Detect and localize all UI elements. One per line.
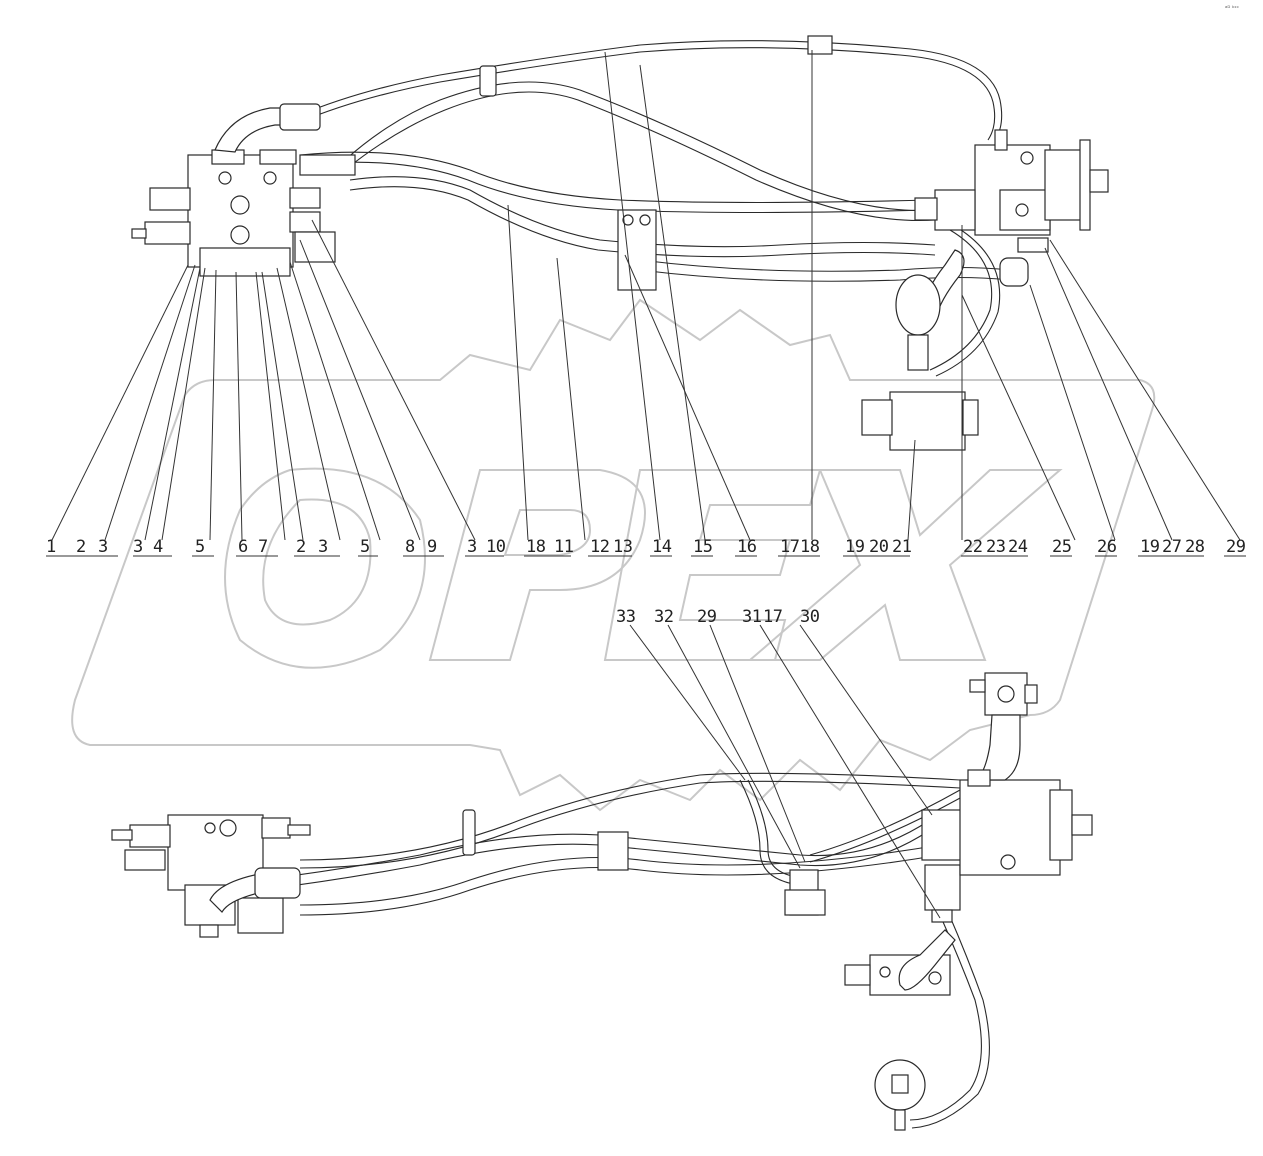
callout-label: 23 — [986, 537, 1005, 557]
callout-label: 6 — [238, 537, 248, 557]
callout-label: 3 — [318, 537, 328, 557]
callout-label: 21 — [892, 537, 912, 557]
callout-label: 25 — [1052, 537, 1071, 557]
callout-label: 3 — [467, 537, 477, 557]
bottom-callouts: 33 32 29 31 17 30 — [616, 607, 820, 627]
callout-label: 2 — [296, 537, 306, 557]
callout-label: 19 — [845, 537, 865, 557]
callout-label: 22 — [963, 537, 982, 557]
callout-label: 27 — [1162, 537, 1181, 557]
callout-label: 7 — [258, 537, 268, 557]
callout-label: 8 — [405, 537, 415, 557]
callout-label: 28 — [1185, 537, 1205, 557]
callout-label: 24 — [1008, 537, 1028, 557]
callout-label: 1 — [46, 537, 56, 557]
callout-label: 19 — [1140, 537, 1160, 557]
callout-label: 3 — [98, 537, 108, 557]
lower-assembly — [111, 672, 1093, 1131]
callout-label: 17 — [763, 607, 782, 627]
callout-label: 30 — [800, 607, 820, 627]
callout-label: 5 — [195, 537, 205, 557]
callout-label: 33 — [616, 607, 635, 627]
callout-label: 5 — [360, 537, 370, 557]
callout-label: 9 — [427, 537, 437, 557]
callout-label: 12 — [590, 537, 609, 557]
callout-label: 3 — [133, 537, 143, 557]
callout-label: 16 — [737, 537, 757, 557]
callout-label: 29 — [1226, 537, 1246, 557]
callout-label: 11 — [554, 537, 574, 557]
callout-label: 31 — [742, 607, 762, 627]
top-leaders — [51, 50, 1241, 541]
callout-label: 17 — [780, 537, 799, 557]
callout-label: 26 — [1097, 537, 1117, 557]
callout-label: 20 — [869, 537, 889, 557]
callout-label: 18 — [526, 537, 546, 557]
callout-label: 14 — [652, 537, 672, 557]
callout-label: 4 — [153, 537, 163, 557]
upper-assembly — [131, 35, 1109, 451]
watermark — [71, 298, 1156, 812]
callout-label: 18 — [800, 537, 820, 557]
callout-label: 13 — [613, 537, 632, 557]
bottom-leaders — [629, 624, 941, 919]
callout-label: 15 — [693, 537, 712, 557]
top-callouts: 1 2 3 3 4 5 6 7 2 3 5 8 9 3 10 18 11 12 … — [46, 537, 1246, 557]
callout-label: 2 — [76, 537, 86, 557]
corner-mark: ᵃᴰ ᵇᶜᶜ — [1225, 5, 1239, 12]
callout-label: 32 — [654, 607, 673, 627]
callout-label: 29 — [697, 607, 717, 627]
callout-label: 10 — [486, 537, 506, 557]
